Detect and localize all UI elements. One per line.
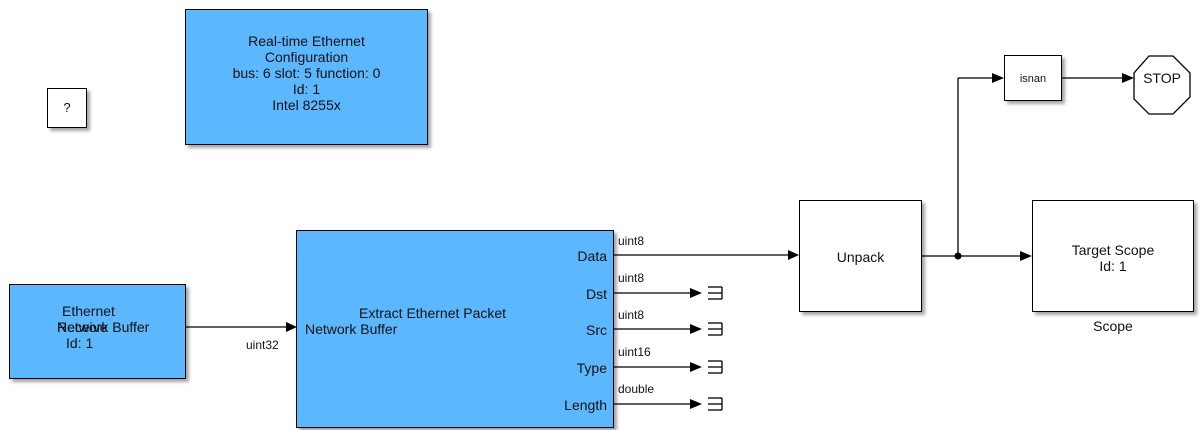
port-src: Src [586,322,607,338]
unpack-label: Unpack [836,249,885,265]
arrowhead [1122,73,1134,83]
ethernet-receive-block[interactable]: Ethernet Receive Network Buffer Id: 1 [9,284,186,379]
port-network-buffer: Network Buffer [305,321,398,337]
isnan-label: isnan [1019,73,1047,85]
config-line-4: Id: 1 [292,81,321,97]
receive-line-1: Ethernet [62,303,115,319]
arrowhead [690,399,702,409]
stop-octagon-icon [1133,55,1191,115]
terminator-type-icon [708,360,723,374]
port-dst: Dst [586,286,607,302]
signal-type-length: double [618,382,655,396]
terminator-src-icon [708,322,723,336]
target-scope-block[interactable]: Target Scope Id: 1 [1032,200,1194,312]
branch-point [954,252,962,260]
ethernet-config-block[interactable]: Real-time Ethernet Configuration bus: 6 … [185,9,428,145]
signal-type-data: uint8 [618,234,645,248]
receive-line-2b: Network Buffer [57,319,150,335]
terminator-length-icon [708,397,723,411]
arrowhead [690,362,702,372]
stop-label[interactable]: STOP [1143,70,1181,86]
scope-caption: Scope [1093,318,1133,334]
scope-line-2: Id: 1 [1099,258,1127,274]
receive-line-3: Id: 1 [66,335,94,351]
config-line-1: Real-time Ethernet [248,33,365,49]
signal-type-type: uint16 [618,345,651,359]
config-line-3: bus: 6 slot: 5 function: 0 [232,65,381,81]
scope-line-1: Target Scope [1071,242,1155,258]
extract-block-title: Extract Ethernet Packet [359,305,507,321]
config-line-5: Intel 8255x [272,97,341,113]
unknown-block-label: ? [63,100,71,115]
port-data: Data [577,248,607,264]
terminator-dst-icon [708,286,723,300]
signal-type-src: uint8 [618,308,645,322]
receive-line-2a: Receive [57,319,108,335]
isnan-block[interactable]: isnan [1004,55,1062,101]
port-length: Length [564,397,607,413]
arrowhead [992,73,1004,83]
arrowhead [788,250,799,260]
arrowhead [1020,251,1032,261]
port-type: Type [576,360,607,376]
arrowhead [690,288,702,298]
extract-ethernet-packet-block[interactable]: Extract Ethernet Packet Network Buffer D… [296,230,614,428]
arrowhead [690,324,702,334]
unknown-block[interactable]: ? [47,88,87,128]
signal-type-dst: uint8 [618,271,645,285]
arrowhead [286,322,297,332]
signal-type-uint32: uint32 [246,338,279,352]
config-line-2: Configuration [264,49,349,65]
unpack-block[interactable]: Unpack [799,200,922,312]
